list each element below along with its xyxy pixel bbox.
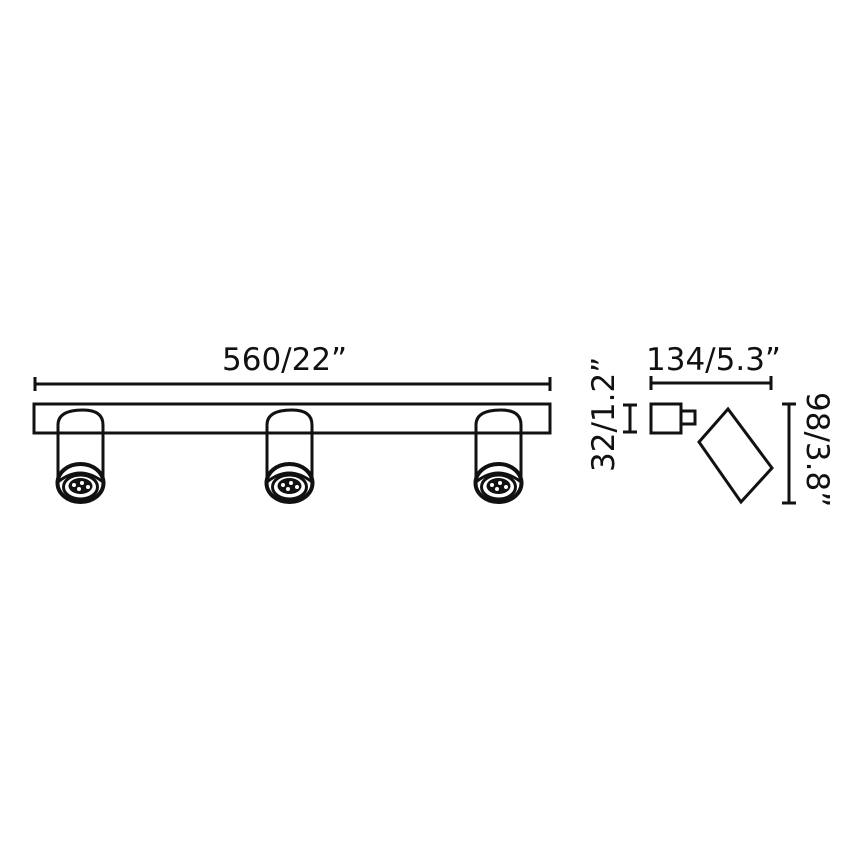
spotlight-2 — [264, 408, 315, 504]
base-height-label: 32/1.2” — [586, 356, 622, 472]
total-height-dimension-line — [782, 402, 796, 505]
width-dimension-line — [33, 377, 552, 391]
spotlight-3 — [473, 408, 524, 504]
depth-label: 134/5.3” — [646, 342, 781, 378]
spotlight-1 — [55, 408, 106, 504]
width-label: 560/22” — [222, 342, 348, 378]
total-height-label: 98/3.8” — [799, 392, 835, 508]
side-lamp-body — [697, 406, 774, 505]
depth-dimension-line — [649, 376, 773, 390]
side-base-block — [649, 402, 683, 435]
side-connector — [679, 409, 697, 426]
base-height-dimension-line — [623, 403, 637, 434]
mounting-bar — [32, 402, 552, 435]
